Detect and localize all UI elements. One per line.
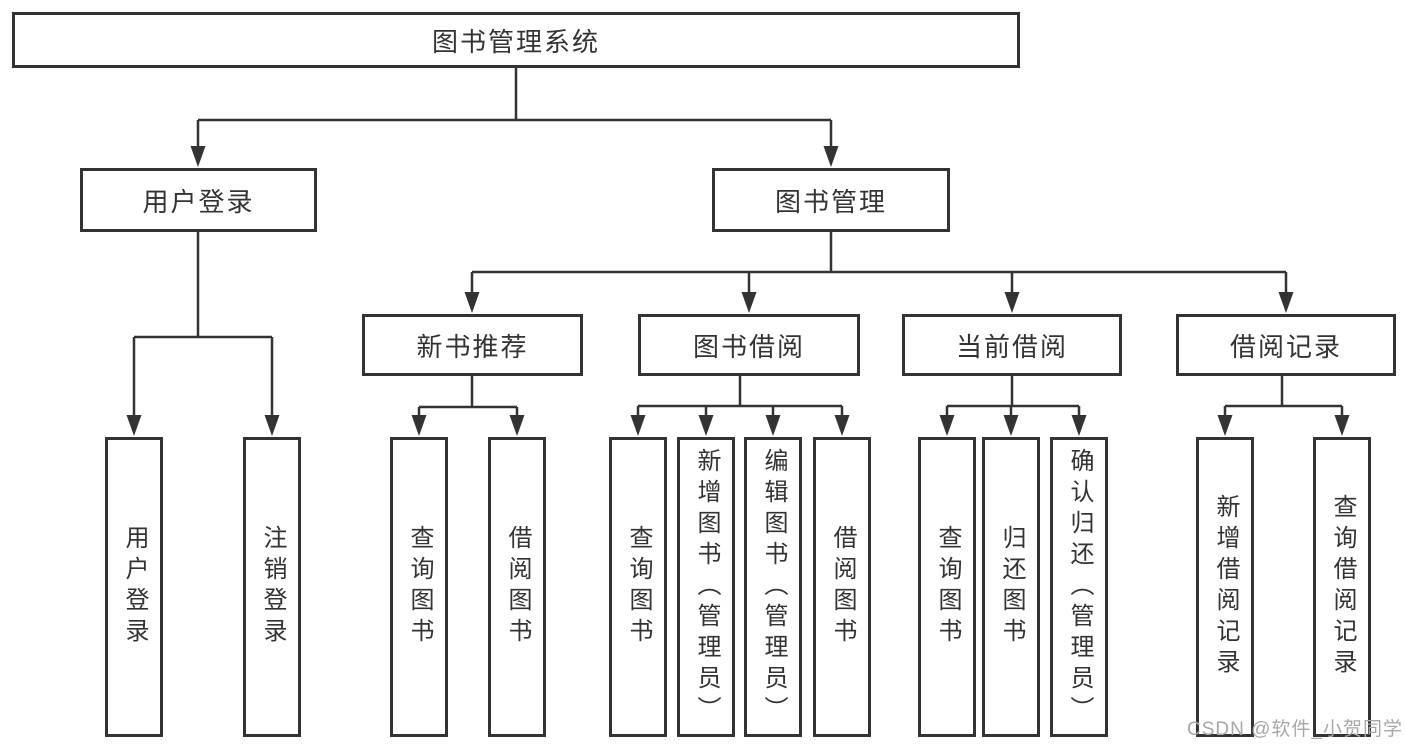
- leaf-label: 借阅图书: [504, 525, 531, 649]
- node-current-borrow: 当前借阅: [902, 314, 1122, 376]
- leaf-edit-books-admin: 编辑图书（管理员）: [744, 437, 802, 737]
- node-label: 用户登录: [142, 186, 255, 217]
- leaf-query-books-current: 查询图书: [918, 437, 976, 737]
- leaf-label: 新增图书（管理员）: [693, 447, 720, 727]
- leaf-label: 新增借阅记录: [1212, 494, 1239, 680]
- leaf-label: 编辑图书（管理员）: [760, 447, 787, 727]
- leaf-label: 用户登录: [121, 525, 148, 649]
- leaf-label: 注销登录: [259, 525, 286, 649]
- leaf-label: 借阅图书: [829, 525, 856, 649]
- leaf-label: 确认归还（管理员）: [1066, 447, 1093, 727]
- node-user-login: 用户登录: [80, 168, 317, 232]
- leaf-confirm-return-admin: 确认归还（管理员）: [1050, 437, 1108, 737]
- node-book-borrow: 图书借阅: [638, 314, 860, 376]
- leaf-borrow-books: 借阅图书: [813, 437, 871, 737]
- node-new-book-recommend: 新书推荐: [362, 314, 583, 376]
- leaf-label: 查询图书: [625, 525, 652, 649]
- leaf-add-books-admin: 新增图书（管理员）: [677, 437, 735, 737]
- leaf-label: 归还图书: [998, 525, 1025, 649]
- node-label: 图书借阅: [692, 331, 805, 362]
- leaf-add-borrow-record: 新增借阅记录: [1196, 437, 1254, 737]
- node-label: 当前借阅: [955, 331, 1068, 362]
- leaf-borrow-books-recommend: 借阅图书: [488, 437, 546, 737]
- node-label: 图书管理: [774, 186, 887, 217]
- leaf-label: 查询借阅记录: [1329, 494, 1356, 680]
- leaf-logout: 注销登录: [243, 437, 301, 737]
- node-library-system: 图书管理系统: [12, 12, 1020, 68]
- csdn-watermark: CSDN @软件_小贺同学: [1187, 719, 1403, 740]
- node-label: 借阅记录: [1229, 331, 1342, 362]
- leaf-query-borrow-record: 查询借阅记录: [1313, 437, 1371, 737]
- leaf-query-books-recommend: 查询图书: [390, 437, 448, 737]
- leaf-user-login: 用户登录: [105, 437, 163, 737]
- node-label: 新书推荐: [416, 331, 529, 362]
- node-book-management: 图书管理: [712, 168, 950, 232]
- leaf-label: 查询图书: [406, 525, 433, 649]
- leaf-label: 查询图书: [934, 525, 961, 649]
- leaf-query-books-borrow: 查询图书: [609, 437, 667, 737]
- leaf-return-books: 归还图书: [982, 437, 1040, 737]
- node-label: 图书管理系统: [431, 26, 600, 57]
- node-borrow-records: 借阅记录: [1176, 314, 1396, 376]
